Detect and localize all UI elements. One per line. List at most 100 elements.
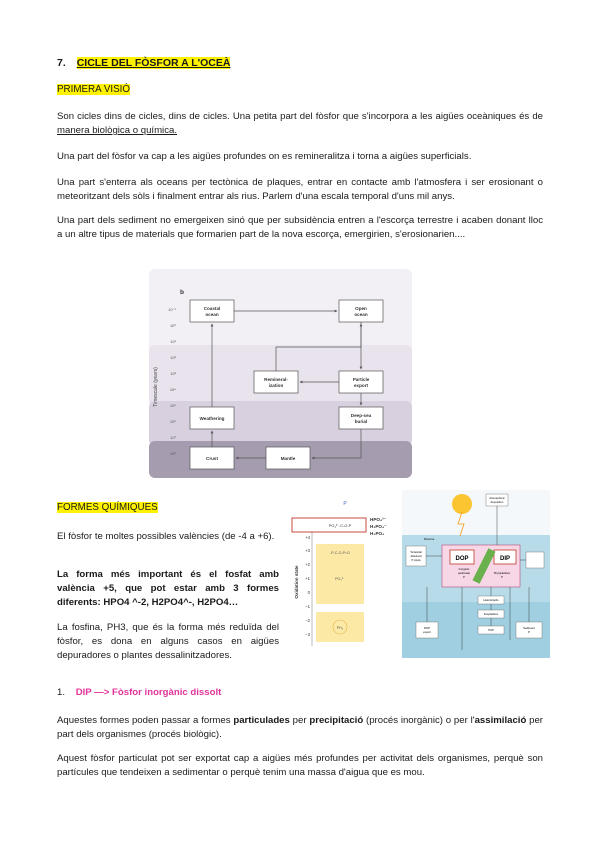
box-deepsea bbox=[338, 406, 384, 430]
label-particle-1: Particle bbox=[353, 377, 370, 382]
dip-label: DIP bbox=[500, 556, 510, 562]
element-letter: P bbox=[343, 501, 347, 507]
pop-label: POP bbox=[488, 628, 494, 632]
label-deepsea-2: burial bbox=[355, 419, 368, 424]
paragraph-fosfat: La forma més important és el fosfat amb … bbox=[57, 569, 279, 608]
box-mid-label: -P-C-O-P=O bbox=[330, 551, 350, 555]
box-coastal bbox=[189, 299, 235, 323]
arrow-deepsea-mantle bbox=[311, 429, 362, 460]
subsection-title-primera-visio: PRIMERA VISIÓ bbox=[57, 84, 130, 95]
sediment-1: Sediment bbox=[523, 626, 535, 630]
level-3: +2 bbox=[305, 562, 310, 567]
box-remin bbox=[253, 370, 299, 394]
y-ticks: 10⁻¹ 10⁰ 10¹ 10² 10³ 10⁴ 10⁵ 10⁶ 10⁷ 10⁸ bbox=[168, 307, 177, 456]
dop-box bbox=[449, 549, 475, 565]
label-coastal-1: Coastal bbox=[204, 306, 221, 311]
label-particle-2: export bbox=[354, 383, 369, 388]
tick-8: 10⁷ bbox=[170, 435, 176, 440]
r1-c: per bbox=[289, 715, 310, 726]
tick-1: 10⁰ bbox=[170, 323, 176, 328]
section-heading: 7. CICLE DEL FÒSFOR A L'OCEÀ bbox=[57, 57, 231, 69]
paragraph-particulades: Aquestes formes poden passar a formes pa… bbox=[57, 714, 543, 742]
subsection-title-formes: FORMES QUÍMIQUES bbox=[57, 502, 158, 513]
atmos-label-2: deposition bbox=[491, 500, 504, 504]
sun-icon bbox=[452, 494, 472, 514]
axis-label: Oxidation state bbox=[294, 565, 299, 599]
paragraph-1: Son cicles dins de cicles, dins de cicle… bbox=[57, 110, 543, 138]
paragraph-4: Una part dels sediment no emergeixen sin… bbox=[57, 215, 543, 240]
terrestrial-2: dissolved bbox=[411, 554, 422, 558]
ylabel: Timescale (years) bbox=[153, 367, 159, 407]
r1-e: (procés inorgànic) o per l' bbox=[363, 715, 475, 726]
plankton-2: P bbox=[501, 575, 503, 579]
heading-number: 7. bbox=[57, 57, 66, 69]
level-2: +3 bbox=[305, 548, 310, 553]
r1-g: per part dels organismes (procés biològi… bbox=[57, 715, 543, 740]
heading-title: CICLE DEL FÒSFOR A L'OCEÀ bbox=[76, 57, 231, 69]
list-item-label: DIP —> Fòsfor inorgànic dissolt bbox=[75, 687, 222, 698]
paragraph-valencies: El fòsfor te moltes possibles valències … bbox=[57, 531, 275, 542]
arrows bbox=[210, 309, 363, 460]
label-open-2: ocean bbox=[354, 312, 367, 317]
species-0: HPO₄²⁻ bbox=[370, 517, 387, 522]
band-top bbox=[149, 269, 412, 369]
r1-b: particulades bbox=[233, 715, 290, 726]
r1-a: Aquestes formes poden passar a formes bbox=[57, 715, 234, 726]
species-2: H₃PO₄ bbox=[370, 531, 384, 536]
rivers-label: Riverine bbox=[424, 537, 435, 541]
tick-4: 10³ bbox=[170, 371, 176, 376]
bacteria-label: Heterotrophs bbox=[484, 598, 500, 602]
dop-export-2: export bbox=[423, 630, 431, 634]
green-band bbox=[472, 548, 496, 584]
label-remin-1: Remineral- bbox=[264, 377, 288, 382]
label-coastal-2: ocean bbox=[205, 312, 218, 317]
arrow-remin-open bbox=[275, 323, 363, 371]
inorganic-2: particulate bbox=[458, 571, 471, 575]
plankton-1: Phytoplankton bbox=[494, 571, 511, 575]
tick-3: 10² bbox=[170, 355, 176, 360]
box-particle bbox=[338, 370, 384, 394]
atmos-label-1: Atmospheric bbox=[489, 496, 505, 500]
level-6: −1 bbox=[305, 604, 310, 609]
species-1: H₂PO₄⁻ bbox=[370, 524, 387, 529]
sediment-2: P bbox=[528, 630, 530, 634]
label-open-1: Open bbox=[355, 306, 367, 311]
tick-5: 10⁴ bbox=[170, 387, 176, 392]
level-5: 0 bbox=[308, 590, 311, 595]
level-1: +4 bbox=[305, 535, 310, 540]
level-4: +1 bbox=[305, 576, 310, 581]
dop-label: DOP bbox=[455, 556, 468, 562]
box-bot-label: PH₃ bbox=[337, 626, 344, 630]
timescale-figure: b Timescale (years) 10⁻¹ 10⁰ 10¹ 10² 10³… bbox=[149, 269, 412, 478]
light-icon bbox=[457, 511, 465, 537]
box-top-label: PO₄³⁻-C-O-P bbox=[329, 524, 352, 528]
label-crust: Crust bbox=[206, 456, 218, 461]
paragraph-fosfina: La fosfina, PH3, que és la forma més red… bbox=[57, 622, 279, 661]
label-mantle: Mantle bbox=[281, 456, 296, 461]
oxidation-state-figure: P Oxidation state +5 +4 +3 +2 +1 0 −1 −2… bbox=[291, 501, 387, 646]
list-item-dip: 1. DIP —> Fòsfor inorgànic dissolt bbox=[57, 687, 221, 698]
box-open bbox=[338, 299, 384, 323]
paragraph-1-underlined: manera biològica o química. bbox=[57, 125, 177, 136]
side-box bbox=[525, 551, 545, 569]
panel-letter: b bbox=[180, 289, 184, 296]
tick-7: 10⁶ bbox=[170, 419, 176, 424]
paragraph-3: Una part s'enterra als oceans per tectòn… bbox=[57, 177, 543, 202]
level-8: −3 bbox=[305, 632, 310, 637]
phosphorus-cycle-figure: Atmospheric deposition Riverine Terrestr… bbox=[402, 490, 550, 658]
dip-box bbox=[493, 549, 517, 565]
tick-2: 10¹ bbox=[170, 339, 176, 344]
label-weathering: Weathering bbox=[200, 416, 225, 421]
yellow-box-bottom bbox=[316, 612, 364, 642]
paragraph-export: Aquest fòsfor particulat pot ser exporta… bbox=[57, 753, 543, 778]
level-labels: +5 +4 +3 +2 +1 0 −1 −2 −3 bbox=[305, 522, 310, 637]
list-item-number: 1. bbox=[57, 687, 66, 698]
box-mid2-label: PO₃³⁻ bbox=[335, 577, 345, 581]
r1-f: assimilació bbox=[474, 715, 527, 726]
label-deepsea-1: Deep-sea bbox=[351, 413, 372, 418]
paragraph-1-text: Son cicles dins de cicles, dins de cicle… bbox=[57, 111, 543, 122]
sky bbox=[402, 490, 550, 535]
tick-0: 10⁻¹ bbox=[168, 307, 177, 312]
inorganic-1: Inorganic bbox=[459, 567, 470, 571]
paragraph-2: Una part del fòsfor va cap a les aigües … bbox=[57, 151, 472, 162]
